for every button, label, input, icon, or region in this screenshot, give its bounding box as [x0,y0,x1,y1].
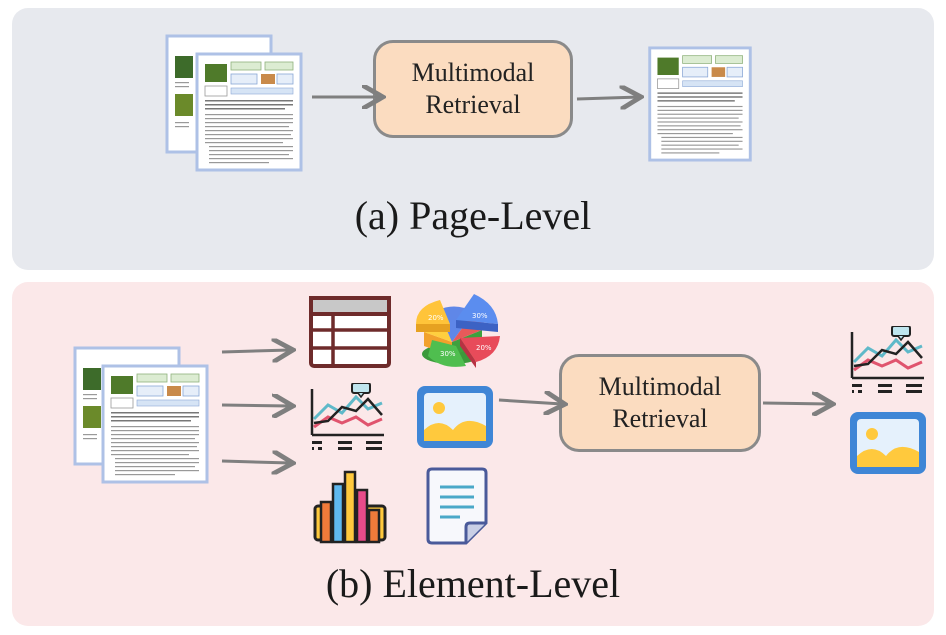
arrow-doc-to-barchart [221,461,290,463]
arrow-retrieval-to-elements-b [762,403,830,404]
arrow-doc-to-table [221,350,290,352]
arrow-retrieval-to-doc-a [576,97,638,99]
multimodal-retrieval-box-a: Multimodal Retrieval [373,40,573,138]
pie-label-3: 20% [476,344,492,352]
pie-label-4: 30% [440,350,456,358]
retrieval-label-line2: Retrieval [425,90,521,119]
multimodal-retrieval-box-b: Multimodal Retrieval [559,354,761,452]
bar-chart-icon [313,470,387,544]
element-level-caption: (b) Element-Level [325,561,621,606]
page-level-caption: (a) Page-Level [354,193,592,238]
retrieval-label-line2: Retrieval [612,404,708,433]
arrow-elements-to-retrieval-b [498,400,562,404]
table-icon [309,296,391,368]
retrieval-label-line1: Multimodal [411,57,535,87]
pie-chart-icon: 30% 20% 20% 30% [416,294,500,368]
pie-label-2: 20% [428,314,444,322]
arrow-doc-to-linechart [221,405,290,406]
text-document-icon [426,467,488,545]
retrieval-label-line1: Multimodal [598,371,722,401]
pie-label-1: 30% [472,312,488,320]
